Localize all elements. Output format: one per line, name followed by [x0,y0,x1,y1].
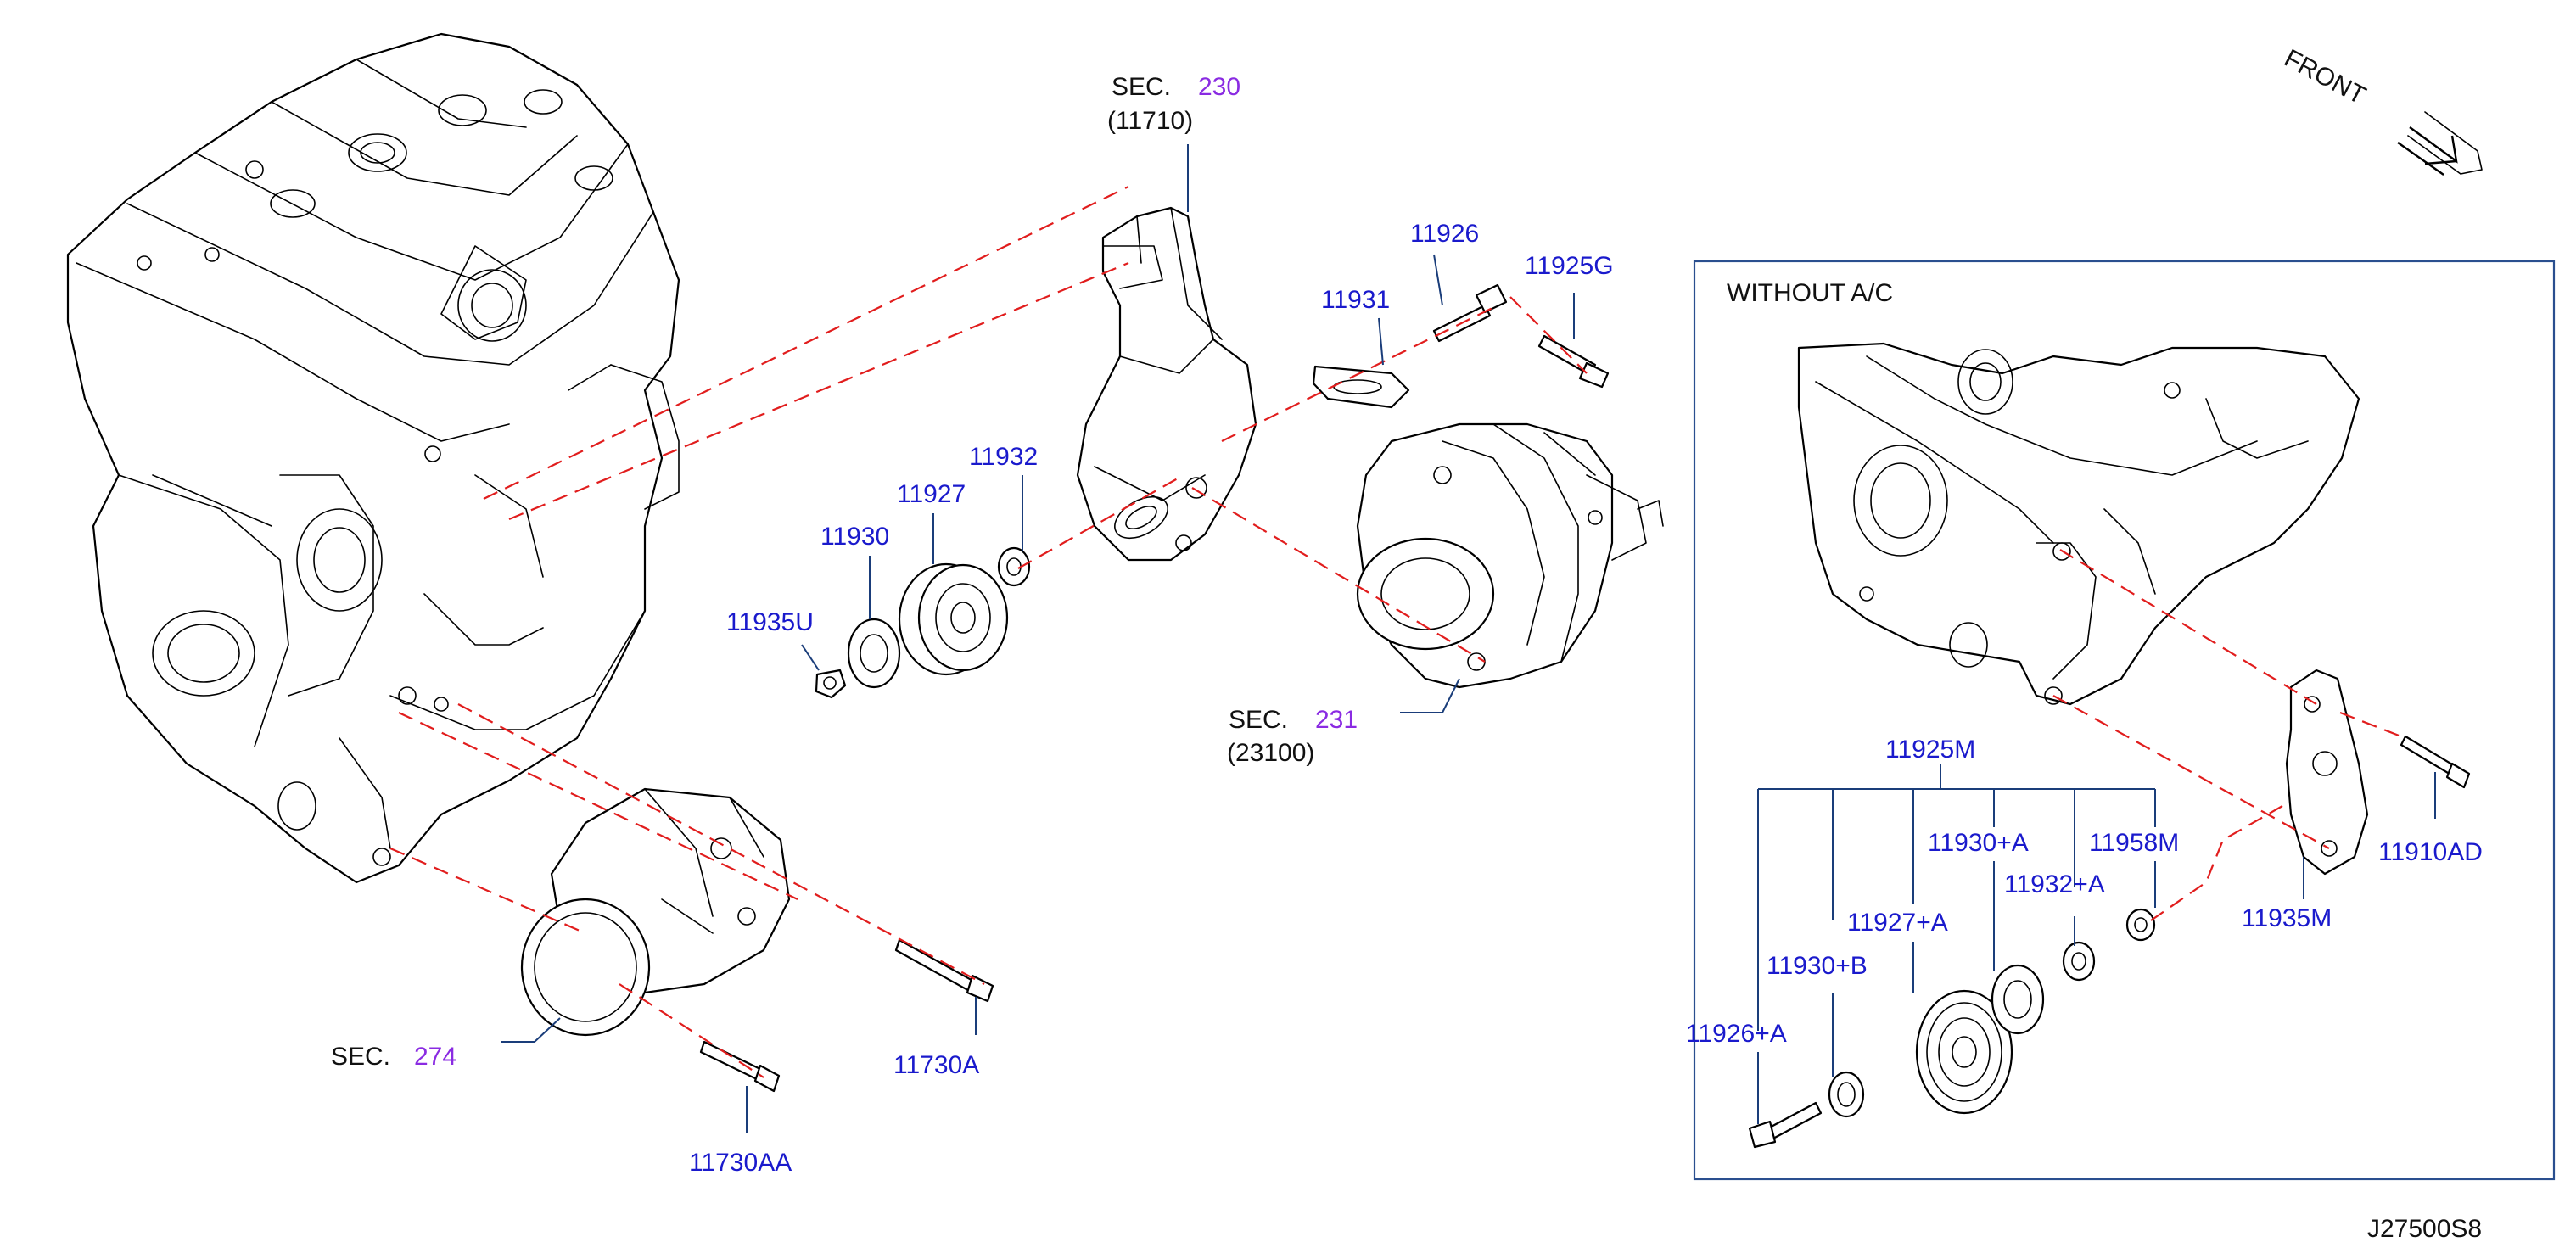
part-number-label: 11730A [893,1051,979,1079]
part-number-label: 11910AD [2378,838,2483,866]
front-arrow-icon [2397,111,2483,176]
power-steering-pump-drawing [520,787,994,1093]
part-number-label: 11926+A [1686,1020,1787,1048]
part-number-label: 11730AA [689,1149,792,1177]
part-number-label: 11935M [2242,904,2332,932]
engine-block-drawing [66,32,680,884]
section-ref-274: SEC. 274 [331,1043,456,1071]
idler-pulley-set-drawing [815,546,1031,699]
inset-engine-drawing [1797,342,2360,706]
part-number-label: 11930+B [1767,952,1868,980]
front-label: FRONT [2280,44,2371,110]
inset-title: WITHOUT A/C [1727,279,1893,307]
section-number: 231 [1315,706,1358,734]
part-number-label: 11930 [820,523,889,551]
part-number-label: 11925G [1525,252,1614,280]
inset-pulley-set-drawing [1748,908,2156,1149]
alternator-drawing [1356,422,1664,689]
inset-without-ac: WITHOUT A/C [1686,260,2556,1181]
section-number: 274 [414,1043,456,1071]
section-prefix: SEC. [1112,73,1171,101]
part-number-label: 11930+A [1928,829,2029,857]
inset-bracket-drawing [2285,669,2369,876]
part-number-label: 11925M [1885,736,1975,764]
part-labels-main: 11926 11925G 11931 11932 11927 11930 119… [689,220,1614,1177]
part-number-label: 11932+A [2004,870,2105,898]
mounting-bracket-drawing [1076,206,1257,562]
section-prefix: SEC. [1229,706,1288,734]
section-ref-231: SEC. 231 (23100) [1227,706,1358,767]
part-labels-inset: 11925M 11930+A 11958M 11932+A 11927+A 11… [1686,736,2483,1048]
bolt-washer-drawing [1312,283,1610,409]
front-indicator: FRONT [2280,44,2483,176]
section-ref-230: SEC. 230 (11710) [1107,73,1240,135]
leader-lines-main [501,144,1575,1133]
diagram-code: J27500S8 [2367,1215,2482,1243]
section-part-ref: (23100) [1227,739,1314,767]
section-prefix: SEC. [331,1043,390,1071]
section-number: 230 [1198,73,1240,101]
part-number-label: 11935U [726,608,814,636]
part-number-label: 11927+A [1847,909,1948,937]
part-number-label: 11931 [1321,286,1390,314]
part-number-label: 11958M [2089,829,2179,857]
part-number-label: 11932 [969,443,1038,471]
assembly-lines-main [389,186,1588,1078]
part-number-label: 11926 [1410,220,1479,248]
inset-frame [1693,260,2556,1181]
part-number-label: 11927 [897,480,966,508]
section-part-ref: (11710) [1107,107,1193,135]
